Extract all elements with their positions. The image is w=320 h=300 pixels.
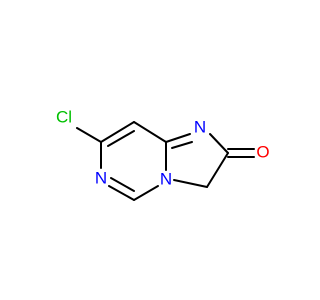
bond-c5-n4	[133, 185, 159, 201]
bond-c3-n4	[173, 179, 208, 188]
bond-c2-c3	[206, 152, 229, 188]
atom-label-oxygen: O	[256, 143, 269, 162]
bond-n6-c5-inner	[110, 177, 135, 192]
bond-c7-c8-inner	[107, 130, 135, 147]
bond-n1-c2	[209, 133, 229, 154]
bond-n6-c5	[108, 185, 135, 201]
atom-label-nitrogen-imidazole: N	[194, 118, 206, 137]
bond-c-cl	[76, 127, 102, 143]
bond-c8-c8a	[133, 121, 167, 143]
bond-c7-c8	[100, 121, 135, 143]
atom-label-nitrogen-bridgehead: N	[160, 170, 172, 189]
bond-c8a-n1-inner	[171, 141, 193, 149]
atom-label-chlorine: Cl	[56, 108, 72, 127]
bond-c8a-n1	[165, 133, 191, 143]
chemical-structure-diagram: Cl N N N O	[56, 108, 270, 201]
atom-label-nitrogen-pyrimidine: N	[95, 169, 107, 188]
